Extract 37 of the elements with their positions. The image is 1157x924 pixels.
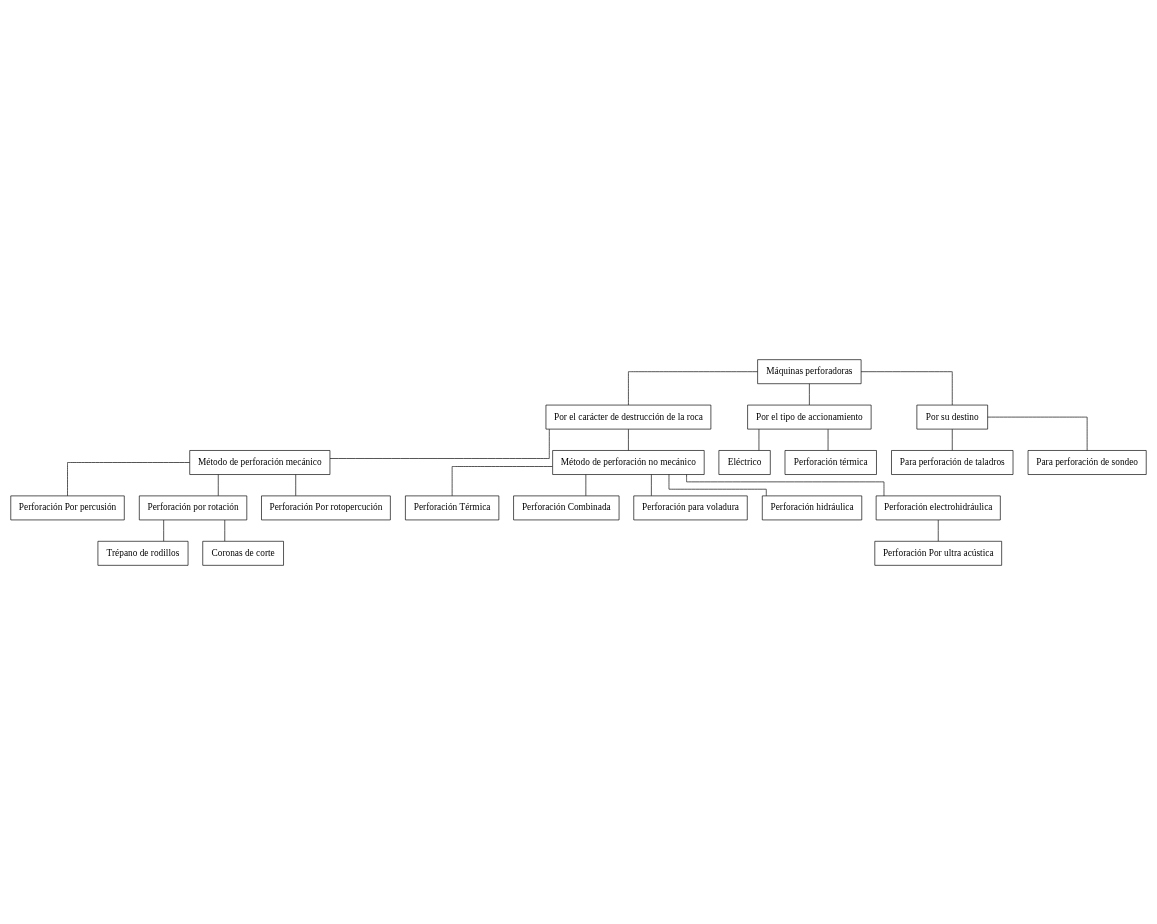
node-box: Perforación Por rotopercución [261,495,391,520]
node-box: Perforación para voladura [633,495,748,520]
connector [951,428,953,451]
connector [987,416,1088,451]
node-box: Perforación Térmica [405,495,500,520]
node-box: Perforación Combinada [513,495,620,520]
connector [329,428,550,459]
node-box: Perforación Por percusión [10,495,125,520]
node-box: Perforación por rotación [138,495,248,520]
node-box: Método de perforación no mecánico [552,449,705,475]
node-box: Por el carácter de destrucción de la roca [545,404,712,429]
node-box: Eléctrico [718,449,771,475]
connector [628,428,629,451]
connector [651,473,652,496]
connector [217,473,219,496]
node-box: Máquinas perforadoras [757,358,862,384]
node-box: Método de perforación mecánico [189,449,331,475]
connector [628,370,758,405]
node-box: Perforación electrohidráulica [875,495,1001,520]
node-box: Para perforación de taladros [891,449,1014,475]
connector [67,461,190,496]
connector [668,473,767,496]
connector [860,370,953,405]
node-box: Para perforación de sondeo [1027,449,1147,475]
node-box: Perforación térmica [784,449,877,475]
node-box: Perforación Por ultra acústica [874,540,1002,566]
connector [295,473,297,496]
node-box: Por su destino [916,404,988,429]
connector [827,428,829,451]
node-box: Trépano de rodillos [97,540,189,566]
node-box: Perforación hidráulica [761,495,863,520]
connector [585,473,587,496]
node-box: Coronas de corte [202,540,284,566]
connector [451,465,553,496]
connector [686,473,885,496]
node-box: Por el tipo de accionamiento [747,404,872,429]
connector [758,428,760,451]
